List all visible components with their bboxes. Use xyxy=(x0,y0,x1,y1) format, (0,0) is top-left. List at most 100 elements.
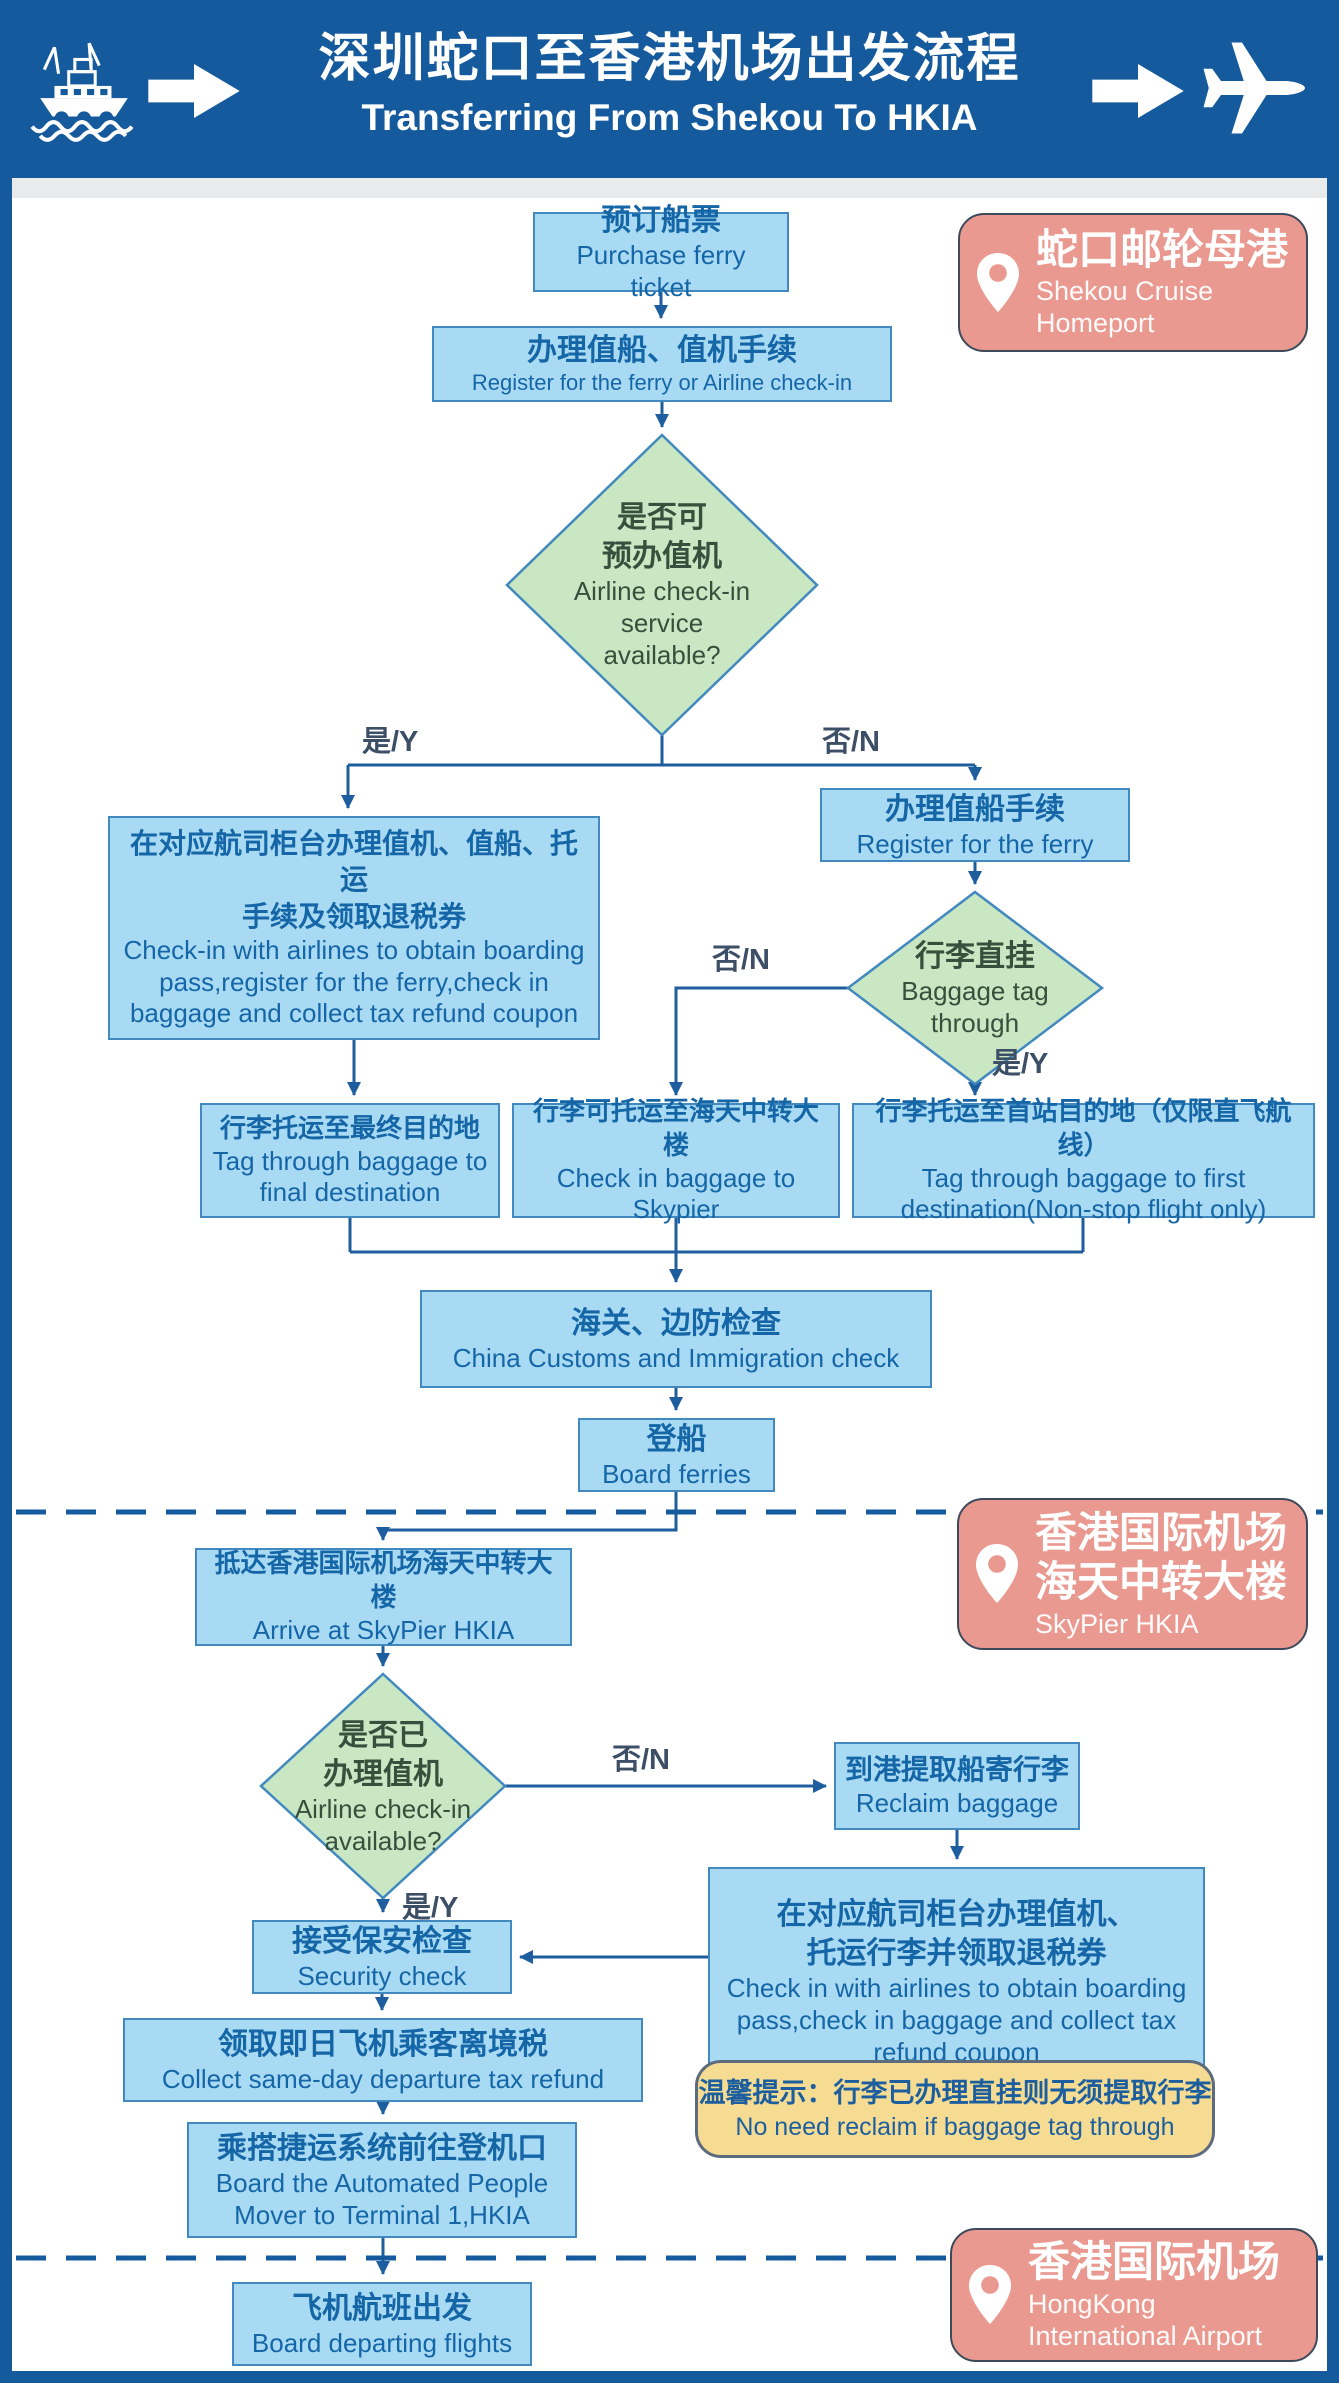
node-text-en: China Customs and Immigration check xyxy=(452,1342,900,1373)
airplane-icon xyxy=(1203,42,1305,134)
node-security-check: 接受保安检查 Security check xyxy=(252,1920,512,1994)
node-text-en: Security check xyxy=(297,1960,467,1991)
badge-text: 蛇口邮轮母港 Shekou Cruise Homeport xyxy=(1036,225,1292,340)
node-counter-checkin: 在对应航司柜台办理值机、值船、托运 手续及领取退税券 Check-in with… xyxy=(108,816,600,1040)
node-collect-tax-refund: 领取即日飞机乘客离境税 Collect same-day departure t… xyxy=(123,2018,643,2102)
decision-text-cn: 行李直挂 xyxy=(915,939,1035,973)
node-text-en: Purchase ferry ticket xyxy=(576,239,746,302)
badge-text: 香港国际机场 HongKong International Airport xyxy=(1028,2237,1302,2352)
node-text-cn: 行李托运至首站目的地（仅限直飞航线） xyxy=(875,1095,1292,1160)
decision-text-en: service xyxy=(620,608,704,639)
badge-text-cn: 蛇口邮轮母港 xyxy=(1036,225,1289,273)
decision-text-cn: 办理值机 xyxy=(323,1758,443,1792)
node-apm-terminal1: 乘搭捷运系统前往登机口 Board the Automated People M… xyxy=(187,2122,577,2238)
node-text-en: Check in baggage to Skypier xyxy=(556,1162,796,1225)
node-text-cn: 办理值船手续 xyxy=(885,792,1065,826)
badge-text-en: Shekou Cruise Homeport xyxy=(1036,276,1214,339)
decision-text-en: available? xyxy=(324,1826,442,1856)
tip-text-en: No need reclaim if baggage tag through xyxy=(735,2112,1175,2141)
node-reclaim-baggage: 到港提取船寄行李 Reclaim baggage xyxy=(834,1742,1080,1830)
badge-text-cn: 海天中转大楼 xyxy=(1035,1558,1288,1606)
node-text-cn: 在对应航司柜台办理值机、 xyxy=(776,1898,1137,1932)
title-chinese: 深圳蛇口至香港机场出发流程 xyxy=(318,30,1021,88)
node-board-departing-flights: 飞机航班出发 Board departing flights xyxy=(232,2282,532,2366)
node-text-cn: 托运行李并领取退税券 xyxy=(806,1937,1107,1971)
node-text-cn: 行李托运至最终目的地 xyxy=(219,1112,480,1143)
node-customs-check: 海关、边防检查 China Customs and Immigration ch… xyxy=(420,1290,932,1388)
connector-row-merge xyxy=(348,1218,1085,1254)
tip-text-cn: 温馨提示：行李已办理直挂则无须提取行李 xyxy=(698,2077,1212,2108)
badge-text: 香港国际机场 海天中转大楼 SkyPier HKIA xyxy=(1035,1508,1287,1641)
node-text-cn: 行李可托运至海天中转大楼 xyxy=(532,1095,819,1160)
branch-label-yes: 是/Y xyxy=(402,1892,459,1924)
node-tag-first-destination: 行李托运至首站目的地（仅限直飞航线） Tag through baggage t… xyxy=(852,1096,1315,1224)
decision-text-airline-checkin-available: 是否可 预办值机 Airline check-in service availa… xyxy=(512,460,812,710)
title-english: Transferring From Shekou To HKIA xyxy=(361,97,978,138)
node-text-en: Reclaim baggage xyxy=(855,1788,1059,1819)
node-text-en: Tag through baggage to final destination xyxy=(212,1145,488,1208)
arrow-right-icon xyxy=(1092,64,1184,118)
decision-text-en: Airline check-in xyxy=(294,1794,472,1825)
node-tag-final-destination: 行李托运至最终目的地 Tag through baggage to final … xyxy=(200,1103,500,1218)
badge-hkia: 香港国际机场 HongKong International Airport xyxy=(950,2228,1318,2362)
decision-text-en: available? xyxy=(603,639,721,670)
node-text-cn: 手续及领取退税券 xyxy=(241,900,466,932)
node-text-cn: 乘搭捷运系统前往登机口 xyxy=(217,2131,547,2165)
branch-label-no: 否/N xyxy=(712,944,771,976)
node-text-cn: 登船 xyxy=(646,1422,707,1456)
ferry-icon xyxy=(30,42,134,142)
node-text-en: Register for the ferry xyxy=(856,828,1094,859)
node-arrive-skypier: 抵达香港国际机场海天中转大楼 Arrive at SkyPier HKIA xyxy=(195,1548,572,1646)
decision-text-en: Baggage tag xyxy=(901,975,1049,1006)
decision-text-cn: 预办值机 xyxy=(602,540,722,574)
node-text-cn: 海关、边防检查 xyxy=(571,1306,781,1340)
node-checkin-baggage-skypier: 行李可托运至海天中转大楼 Check in baggage to Skypier xyxy=(512,1096,840,1224)
badge-text-cn: 香港国际机场 xyxy=(1035,1508,1288,1556)
decision-baggage-tag-through xyxy=(845,890,1105,1086)
node-text-cn: 预订船票 xyxy=(601,203,721,237)
connector-d2-no-skypier xyxy=(669,986,848,1096)
decision-text-baggage-tag-through: 行李直挂 Baggage tag through xyxy=(857,910,1093,1066)
decision-text-en: through xyxy=(930,1007,1020,1038)
node-text-cn: 在对应航司柜台办理值机、值船、托运 xyxy=(129,827,578,896)
node-text-en: Arrive at SkyPier HKIA xyxy=(252,1614,515,1645)
connector-ferries-arrive xyxy=(376,1492,678,1541)
badge-text-en: HongKong International Airport xyxy=(1028,2288,1263,2351)
node-purchase-ticket: 预订船票 Purchase ferry ticket xyxy=(533,204,789,302)
node-text-cn: 飞机航班出发 xyxy=(292,2291,472,2325)
decision-text-en: Airline check-in xyxy=(573,576,751,607)
branch-label-yes: 是/Y xyxy=(992,1048,1049,1080)
connector-d1-split xyxy=(348,735,975,767)
node-text-cn: 办理值船、值机手续 xyxy=(527,334,797,368)
location-pin-icon xyxy=(977,252,1019,312)
node-text-en: Collect same-day departure tax refund xyxy=(161,2063,605,2094)
decision-text-cn: 是否可 xyxy=(617,501,707,535)
node-board-ferries: 登船 Board ferries xyxy=(578,1418,775,1492)
arrow-right-icon xyxy=(148,64,240,118)
node-text-en: Board departing flights xyxy=(251,2327,513,2358)
badge-text-en: SkyPier HKIA xyxy=(1035,1608,1199,1639)
node-text-en: Tag through baggage to first destination… xyxy=(900,1162,1267,1225)
node-register-ferry: 办理值船手续 Register for the ferry xyxy=(820,788,1130,862)
location-pin-icon xyxy=(969,2265,1011,2324)
badge-text-cn: 香港国际机场 xyxy=(1028,2238,1281,2286)
header: 深圳蛇口至香港机场出发流程 Transferring From Shekou T… xyxy=(0,0,1339,178)
node-register-ferry-or-checkin: 办理值船、值机手续 Register for the ferry or Airl… xyxy=(432,326,892,402)
decision-airline-checkin-available xyxy=(505,433,819,737)
node-airline-counter-checkin: 在对应航司柜台办理值机、 托运行李并领取退税券 Check in with ai… xyxy=(708,1867,1205,2097)
badge-shekou-cruise-homeport: 蛇口邮轮母港 Shekou Cruise Homeport xyxy=(958,213,1308,352)
node-text-en: Check-in with airlines to obtain boardin… xyxy=(123,935,585,1029)
branch-label-no: 否/N xyxy=(612,1744,671,1776)
header-shadow-strip xyxy=(12,178,1327,198)
node-text-cn: 领取即日飞机乘客离境税 xyxy=(218,2027,548,2061)
node-text-cn: 到港提取船寄行李 xyxy=(844,1753,1069,1785)
page-title: 深圳蛇口至香港机场出发流程 Transferring From Shekou T… xyxy=(0,16,1339,139)
node-text-en: Board the Automated People Mover to Term… xyxy=(215,2167,549,2230)
node-text-en: Board ferries xyxy=(602,1458,751,1489)
decision-text-checkin-done: 是否已 办理值机 Airline check-in available? xyxy=(263,1692,503,1882)
location-pin-icon xyxy=(976,1544,1018,1603)
node-text-cn: 接受保安检查 xyxy=(292,1924,472,1958)
badge-skypier-hkia: 香港国际机场 海天中转大楼 SkyPier HKIA xyxy=(957,1498,1308,1650)
